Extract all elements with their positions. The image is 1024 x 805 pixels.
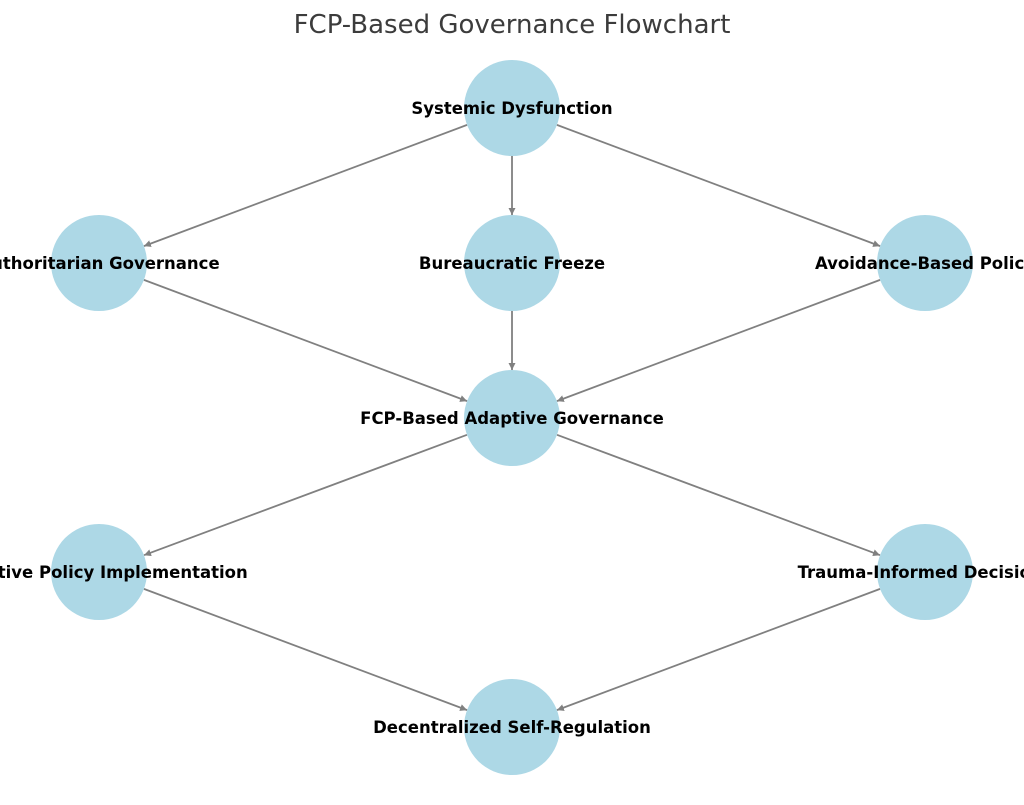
- node-circle-bureaucratic: [464, 215, 560, 311]
- node-bureaucratic: Bureaucratic Freeze: [419, 215, 605, 311]
- node-circle-decentral: [464, 679, 560, 775]
- node-fcp: FCP-Based Adaptive Governance: [360, 370, 664, 466]
- node-decentral: Decentralized Self-Regulation: [373, 679, 651, 775]
- node-label-authoritarian: Authoritarian Governance: [0, 254, 220, 273]
- node-label-bureaucratic: Bureaucratic Freeze: [419, 254, 605, 273]
- node-adaptive: Adaptive Policy Implementation: [0, 524, 248, 620]
- edges-layer: [143, 124, 881, 711]
- node-circle-systemic: [464, 60, 560, 156]
- edge-systemic-to-avoidance: [556, 124, 881, 247]
- edge-adaptive-to-decentral: [143, 588, 468, 711]
- node-label-adaptive: Adaptive Policy Implementation: [0, 563, 248, 582]
- node-trauma: Trauma-Informed Decisions: [798, 524, 1024, 620]
- node-label-fcp: FCP-Based Adaptive Governance: [360, 409, 664, 428]
- node-label-systemic: Systemic Dysfunction: [411, 99, 612, 118]
- edge-fcp-to-trauma: [556, 433, 881, 557]
- node-systemic: Systemic Dysfunction: [411, 60, 613, 156]
- node-label-avoidance: Avoidance-Based Policy: [815, 254, 1024, 273]
- edge-trauma-to-decentral: [556, 588, 881, 711]
- node-circle-avoidance: [877, 215, 973, 311]
- node-circle-authoritarian: [51, 215, 147, 311]
- node-circle-trauma: [877, 524, 973, 620]
- chart-title: FCP-Based Governance Flowchart: [294, 10, 731, 40]
- edge-fcp-to-adaptive: [143, 433, 468, 557]
- node-avoidance: Avoidance-Based Policy: [815, 215, 1024, 311]
- edge-avoidance-to-fcp: [556, 279, 881, 402]
- node-label-decentral: Decentralized Self-Regulation: [373, 718, 651, 737]
- edge-systemic-to-authoritarian: [143, 124, 468, 247]
- edge-authoritarian-to-fcp: [143, 279, 468, 402]
- node-authoritarian: Authoritarian Governance: [0, 215, 220, 311]
- node-circle-adaptive: [51, 524, 147, 620]
- node-circle-fcp: [464, 370, 560, 466]
- node-label-trauma: Trauma-Informed Decisions: [798, 563, 1024, 582]
